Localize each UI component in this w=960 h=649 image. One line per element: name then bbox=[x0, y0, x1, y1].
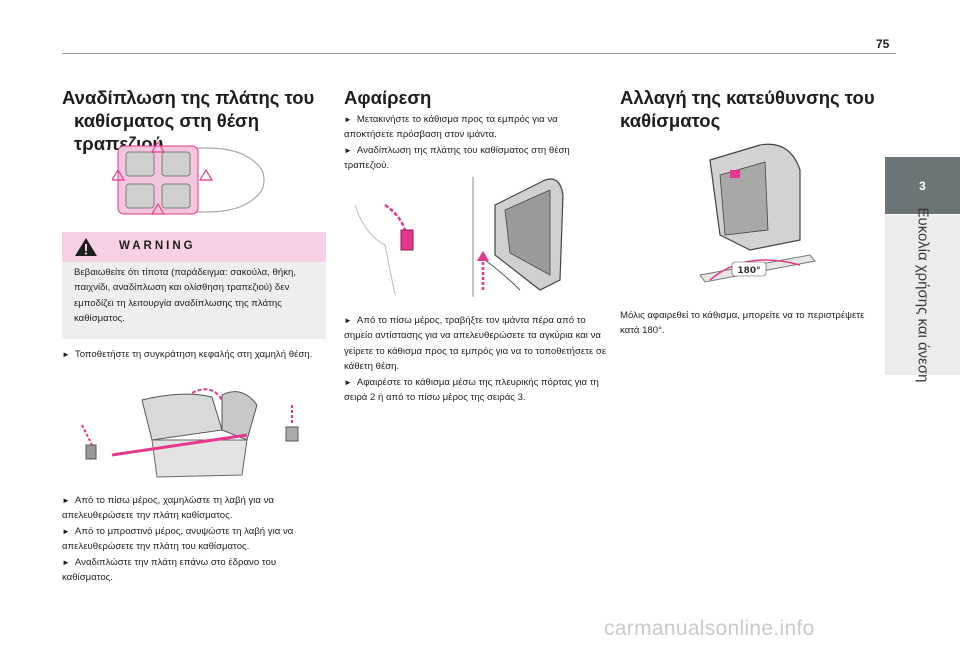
title-line-1: Αλλαγή της κατεύθυνσης του bbox=[620, 87, 875, 108]
bullet-arrow-icon: ► bbox=[62, 557, 70, 567]
chapter-title-tab: Ευκολία χρήσης και άνεση bbox=[885, 208, 960, 382]
section-title-removal: Αφαίρεση bbox=[344, 87, 432, 108]
bullet-arrow-icon: ► bbox=[344, 316, 352, 325]
warning-box: WARNING Βεβαιωθείτε ότι τίποτα (παράδειγ… bbox=[62, 232, 326, 339]
instruction-text: Από το πίσω μέρος, τραβήξτε τον ιμάντα π… bbox=[344, 315, 607, 373]
bullet-arrow-icon: ► bbox=[344, 115, 352, 124]
title-line-1: Αναδίπλωση της πλάτης του bbox=[62, 87, 315, 108]
warning-header: WARNING bbox=[62, 232, 326, 262]
chapter-tab[interactable]: 3 bbox=[885, 157, 960, 214]
bullet-arrow-icon: ► bbox=[62, 350, 70, 359]
bullet-arrow-icon: ► bbox=[344, 145, 352, 155]
instruction-text: Από το μπροστινό μέρος, ανυψώστε τη λαβή… bbox=[62, 525, 294, 553]
instructions-removal-end: ►Από το πίσω μέρος, τραβήξτε τον ιμάντα … bbox=[344, 313, 608, 405]
bullet-arrow-icon: ► bbox=[62, 526, 70, 536]
seatback-release-illustration bbox=[81, 388, 299, 478]
rotation-label: 180° bbox=[737, 266, 760, 276]
rotation-text: Μόλις αφαιρεθεί το κάθισμα, μπορείτε να … bbox=[620, 310, 865, 337]
warning-text: Βεβαιωθείτε ότι τίποτα (παράδειγμα: σακο… bbox=[74, 267, 297, 325]
section-title-direction: Αλλαγή της κατεύθυνσης του καθίσματος bbox=[620, 86, 882, 132]
instruction-text: Αφαιρέστε το κάθισμα μέσω της πλευρικής … bbox=[344, 376, 599, 404]
title-line-2: καθίσματος bbox=[620, 110, 721, 131]
seat-removal-illustration bbox=[354, 177, 564, 297]
bullet-arrow-icon: ► bbox=[344, 377, 352, 387]
header-divider bbox=[62, 53, 896, 54]
section-title-folding: Αναδίπλωση της πλάτης του καθίσματος στη… bbox=[62, 86, 332, 155]
instruction-text: Αναδίπλωση της πλάτης του καθίσματος στη… bbox=[344, 144, 570, 172]
watermark: carmanualsonline.info bbox=[604, 617, 815, 640]
warning-label: WARNING bbox=[119, 240, 196, 252]
page-number: 75 bbox=[876, 37, 890, 51]
instruction-headrest: ► Τοποθετήστε τη συγκράτηση κεφαλής στη χ… bbox=[62, 347, 328, 362]
instructions-release: ►Από το πίσω μέρος, χαμηλώστε τη λαβή γι… bbox=[62, 493, 328, 585]
bullet-arrow-icon: ► bbox=[62, 496, 70, 505]
seat-rotation-illustration: 180° bbox=[699, 143, 816, 283]
chapter-title: Ευκολία χρήσης και άνεση bbox=[914, 207, 931, 383]
instruction-text: Αναδιπλώστε την πλάτη επάνω στο έδρανο τ… bbox=[62, 556, 277, 584]
instruction-text: Από το πίσω μέρος, χαμηλώστε τη λαβή για… bbox=[62, 495, 274, 522]
instruction-text: Τοποθετήστε τη συγκράτηση κεφαλής στη χα… bbox=[74, 349, 313, 360]
warning-triangle-icon bbox=[75, 238, 97, 256]
instructions-removal-start: ►Μετακινήστε το κάθισμα προς τα εμπρός γ… bbox=[344, 112, 606, 174]
seat-layout-illustration bbox=[112, 140, 265, 215]
instruction-text: Μετακινήστε το κάθισμα προς τα εμπρός γι… bbox=[344, 114, 558, 141]
